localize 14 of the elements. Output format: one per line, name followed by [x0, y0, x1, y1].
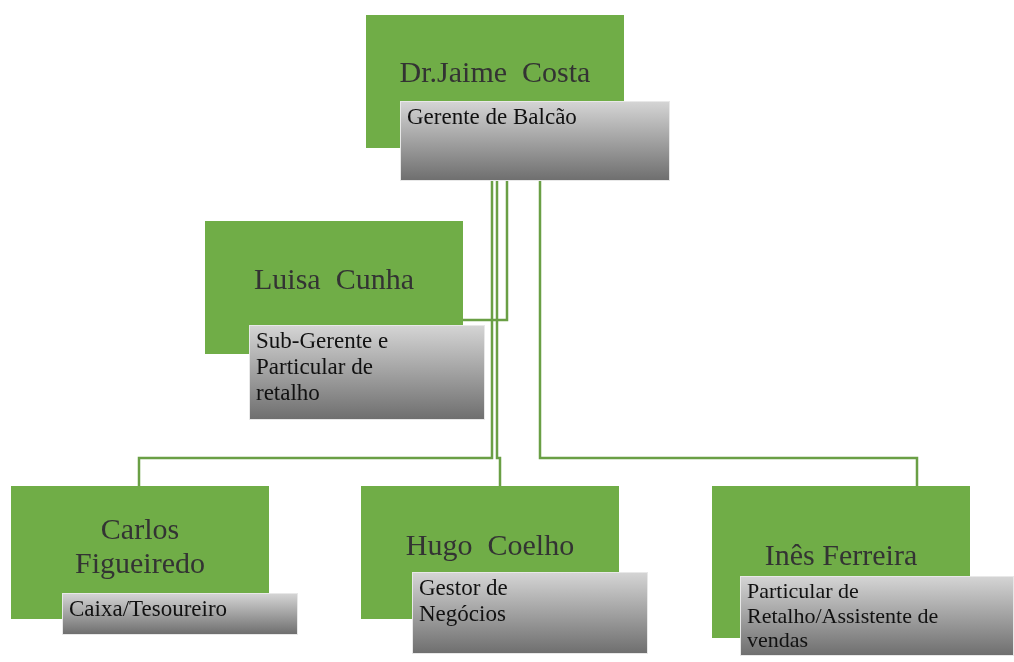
connector-line — [463, 181, 509, 322]
person-name: Luisa Cunha — [253, 260, 415, 297]
person-name: Dr.Jaime Costa — [398, 54, 592, 91]
role-label: Gerente de Balcão — [400, 101, 670, 181]
role-label: Gestor de Negócios — [412, 572, 648, 654]
connector-line — [538, 181, 919, 486]
person-name: Carlos Figueiredo — [74, 510, 206, 581]
role-label: Particular de Retalho/Assistente de vendas — [740, 576, 1014, 656]
role-label: Sub-Gerente e Particular de retalho — [249, 325, 485, 420]
person-name: Hugo Coelho — [404, 526, 576, 563]
person-name: Inês Ferreira — [763, 536, 919, 573]
connector-line — [495, 181, 502, 486]
connector-line — [137, 181, 494, 486]
role-label: Caixa/Tesoureiro — [62, 593, 298, 635]
